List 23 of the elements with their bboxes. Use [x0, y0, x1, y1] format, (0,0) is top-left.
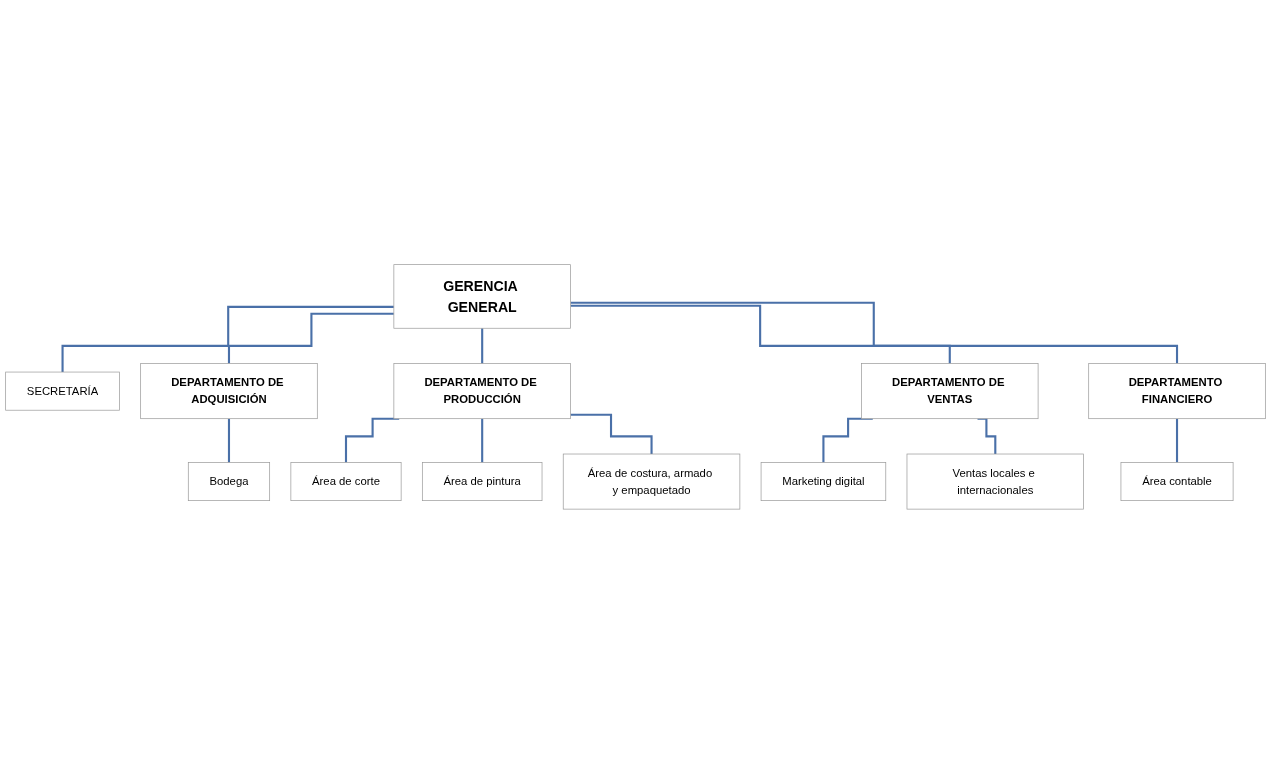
node-box: SECRETARÍA — [5, 371, 120, 411]
connector — [344, 417, 400, 464]
connector — [570, 413, 653, 456]
node-box: DEPARTAMENTO DE PRODUCCIÓN — [393, 363, 571, 420]
node-box: Marketing digital — [760, 462, 887, 502]
connector — [570, 301, 1179, 365]
connector — [61, 305, 394, 374]
connector — [481, 417, 484, 464]
connector — [1175, 417, 1179, 464]
node-box: DEPARTAMENTO DE ADQUISICIÓN — [140, 363, 318, 420]
connector — [570, 304, 951, 365]
node-box: GERENCIA GENERAL — [393, 264, 571, 329]
node-box: Área de costura, armado y empaquetado — [562, 453, 741, 510]
node-box: Área contable — [1120, 462, 1234, 502]
node-box: Área de pintura — [421, 462, 543, 502]
connector — [227, 312, 394, 365]
node-box: DEPARTAMENTO DE VENTAS — [861, 363, 1039, 420]
node-box: Bodega — [187, 462, 271, 502]
node-box: Ventas locales e internacionales — [906, 453, 1084, 510]
connector — [227, 417, 231, 464]
connector — [481, 327, 484, 365]
node-box: DEPARTAMENTO FINANCIERO — [1088, 363, 1266, 420]
node-box: Área de corte — [290, 462, 402, 502]
